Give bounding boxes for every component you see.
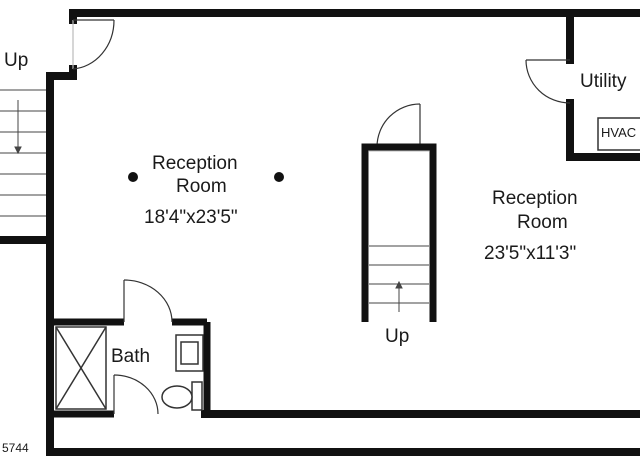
stair-center-up-label: Up	[385, 326, 410, 347]
room-utility-name: Utility	[580, 71, 627, 92]
room-reception-left-name-2: Room	[176, 176, 227, 197]
room-reception-left-dimensions: 18'4"x23'5"	[144, 207, 238, 228]
corner-id-text: 5744	[2, 441, 29, 455]
room-reception-right-name-1: Reception	[492, 188, 578, 209]
room-reception-right-dimensions: 23'5"x11'3"	[484, 243, 577, 264]
shower-cross-2	[55, 326, 107, 410]
stair-center	[361, 143, 437, 322]
room-bath-name: Bath	[111, 346, 151, 367]
room-reception-left-name-1: Reception	[152, 153, 238, 174]
stair-left-arrow-icon	[14, 146, 22, 155]
exterior-walls	[0, 9, 640, 456]
shower-tray	[55, 326, 107, 410]
stair-center-walls	[361, 143, 437, 322]
hvac-label: HVAC	[601, 125, 637, 140]
bath-fixtures	[161, 334, 204, 411]
door-top-left-arc	[72, 19, 115, 70]
stair-left-up-label: Up	[4, 50, 29, 71]
door-stair-arc	[376, 103, 421, 148]
fixture-dot-right	[274, 172, 284, 182]
room-reception-right-name-2: Room	[517, 212, 568, 233]
sink-basin	[180, 341, 199, 365]
door-bath-bottom-arc	[113, 374, 159, 415]
doors	[72, 19, 571, 415]
hvac-unit	[597, 117, 640, 151]
toilet-tank	[191, 381, 203, 411]
door-bath-top-arc	[123, 279, 173, 323]
door-utility-arc	[525, 59, 571, 104]
toilet-bowl	[161, 385, 193, 409]
bath-walls	[50, 318, 211, 418]
stair-center-arrow-icon	[395, 280, 403, 289]
fixture-dot-left	[128, 172, 138, 182]
shower	[55, 326, 107, 410]
stair-left	[0, 89, 46, 217]
